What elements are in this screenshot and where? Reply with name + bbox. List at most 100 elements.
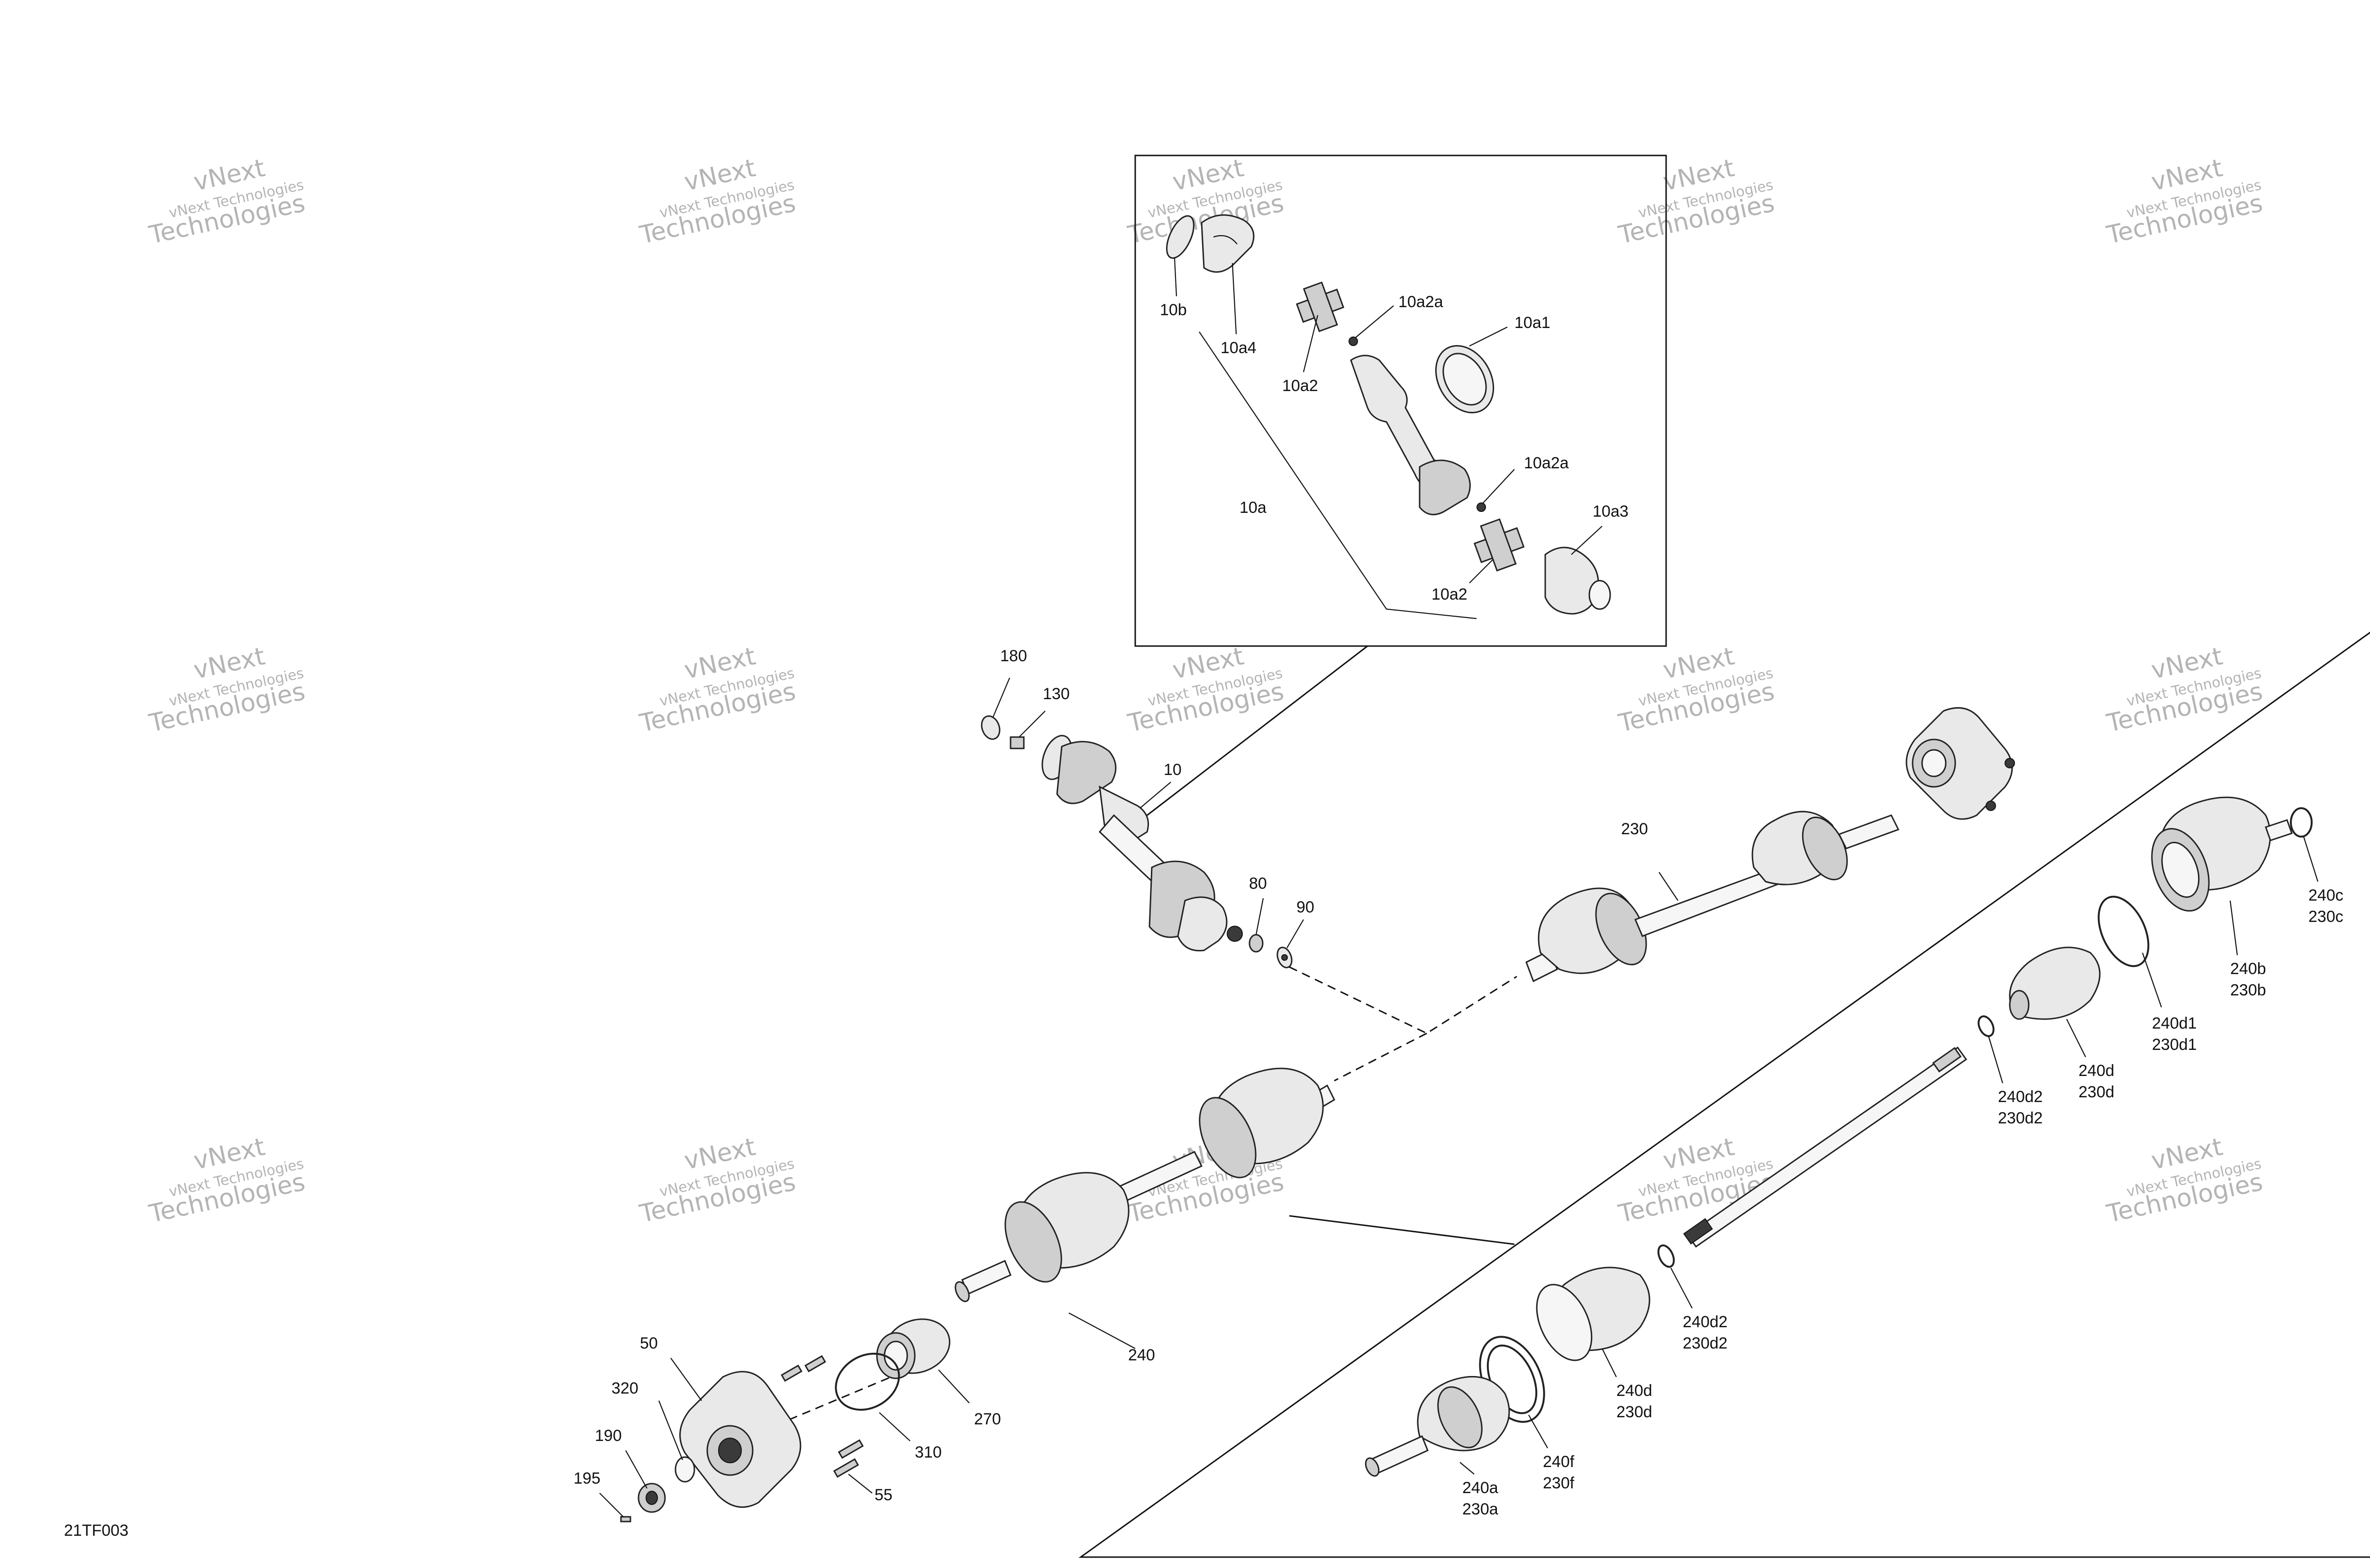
callout-10a: 10a xyxy=(1240,499,1267,517)
part-10a2-cross-bottom xyxy=(1473,518,1525,572)
part-50-hub xyxy=(679,1371,802,1508)
callout-10: 10 xyxy=(1164,761,1182,779)
detail-frame-axle xyxy=(1078,631,2370,1558)
hub-group xyxy=(620,1318,950,1522)
part-320-washer xyxy=(675,1456,695,1483)
callout-10a2-bottom: 10a2 xyxy=(1431,585,1468,603)
callout-130: 130 xyxy=(1043,685,1070,703)
callout-10a4: 10a4 xyxy=(1221,339,1257,357)
hub-leaders xyxy=(599,1358,970,1517)
part-270-bearing xyxy=(876,1318,950,1379)
part-80-nut xyxy=(1249,934,1264,953)
callout-240: 240 xyxy=(1128,1346,1155,1364)
part-10a2a-fitting-bottom xyxy=(1477,502,1486,512)
callout-50: 50 xyxy=(640,1334,658,1352)
callout-320: 320 xyxy=(611,1379,638,1397)
callout-240d2-left: 240d2 xyxy=(1683,1313,1728,1331)
callout-230f: 230f xyxy=(1543,1474,1575,1492)
part-240b-housing xyxy=(2151,796,2293,912)
part-10a4-yoke xyxy=(1201,214,1255,273)
part-130-bolt xyxy=(1010,736,1025,749)
callout-230a: 230a xyxy=(1462,1500,1498,1518)
part-310-circlip xyxy=(835,1352,900,1411)
callout-230d2-left: 230d2 xyxy=(1683,1334,1728,1352)
callout-10a1: 10a1 xyxy=(1514,314,1550,332)
part-exploded-axle-shaft xyxy=(1686,1046,1968,1248)
part-240a-joint xyxy=(1365,1376,1510,1477)
detail-leaders xyxy=(1174,258,1603,583)
part-55-bolts xyxy=(833,1439,864,1478)
part-240d2-clamp-left xyxy=(1657,1244,1675,1268)
callout-10a2-top: 10a2 xyxy=(1282,377,1318,395)
callout-240f: 240f xyxy=(1543,1453,1575,1471)
part-10a3-yoke xyxy=(1544,547,1599,615)
callout-310: 310 xyxy=(915,1443,942,1461)
callout-230: 230 xyxy=(1621,820,1648,838)
detail-frame-link xyxy=(1147,645,1368,816)
callout-labels: 10b 10a4 10a2 10a2a 10a1 10a 10a2a 10a3 … xyxy=(64,293,2343,1540)
knuckle-upper-right xyxy=(1905,707,2015,820)
callout-195: 195 xyxy=(574,1469,601,1487)
callout-230b: 230b xyxy=(2230,981,2266,999)
exploded-leaders xyxy=(1459,836,2319,1475)
part-180-washer xyxy=(981,715,1001,740)
figure-code: 21TF003 xyxy=(64,1522,128,1540)
callout-190: 190 xyxy=(595,1427,622,1445)
callout-10b: 10b xyxy=(1160,301,1187,319)
part-240c-ring xyxy=(2290,807,2313,838)
callout-240a: 240a xyxy=(1462,1479,1498,1497)
detail-axle-link xyxy=(1289,1215,1515,1245)
part-10a2-cross-top xyxy=(1295,281,1345,332)
callout-240d1: 240d1 xyxy=(2152,1014,2197,1032)
callout-240d-left: 240d xyxy=(1616,1382,1652,1400)
callout-10a3: 10a3 xyxy=(1593,502,1629,520)
part-190-nut xyxy=(638,1483,666,1513)
callout-230d-right: 230d xyxy=(2078,1083,2115,1101)
assembly-axis xyxy=(1289,966,1517,1034)
part-240d-boot-left xyxy=(1536,1267,1650,1361)
exploded-driveshaft-parts xyxy=(1365,796,2313,1477)
callout-230d2-right: 230d2 xyxy=(1998,1109,2043,1127)
part-240d2-clamp-right xyxy=(1978,1015,1995,1037)
driveshaft-assembly-240 xyxy=(955,1067,1335,1303)
callout-240d-right: 240d xyxy=(2078,1062,2115,1080)
callout-10a2a-bottom: 10a2a xyxy=(1524,454,1569,472)
part-10a1-boot xyxy=(1435,345,1495,414)
propshaft-detail-parts xyxy=(1166,214,1611,620)
callout-90: 90 xyxy=(1296,898,1314,916)
callout-240b: 240b xyxy=(2230,960,2266,978)
driveshaft-assembly-230 xyxy=(1525,707,2015,983)
callout-230d-left: 230d xyxy=(1616,1403,1652,1421)
part-10b-flange xyxy=(1166,215,1194,259)
detail-frame-propshaft xyxy=(1134,155,1667,647)
propshaft-leaders xyxy=(992,677,1304,948)
callout-230c: 230c xyxy=(2308,908,2343,926)
callout-230d1: 230d1 xyxy=(2152,1036,2197,1054)
part-240d-boot-right xyxy=(2009,947,2101,1020)
part-240d1-clamp xyxy=(2097,895,2150,967)
part-195-pin xyxy=(620,1516,631,1522)
callout-240c: 240c xyxy=(2308,886,2343,904)
callout-240d2-right: 240d2 xyxy=(1998,1088,2043,1106)
callout-80: 80 xyxy=(1249,875,1267,893)
callout-10a2a-top: 10a2a xyxy=(1398,293,1443,311)
propshaft-assembly-10 xyxy=(981,715,1293,968)
part-10a2a-fitting-top xyxy=(1349,337,1358,346)
callout-55: 55 xyxy=(875,1486,893,1504)
callout-270: 270 xyxy=(974,1410,1001,1428)
